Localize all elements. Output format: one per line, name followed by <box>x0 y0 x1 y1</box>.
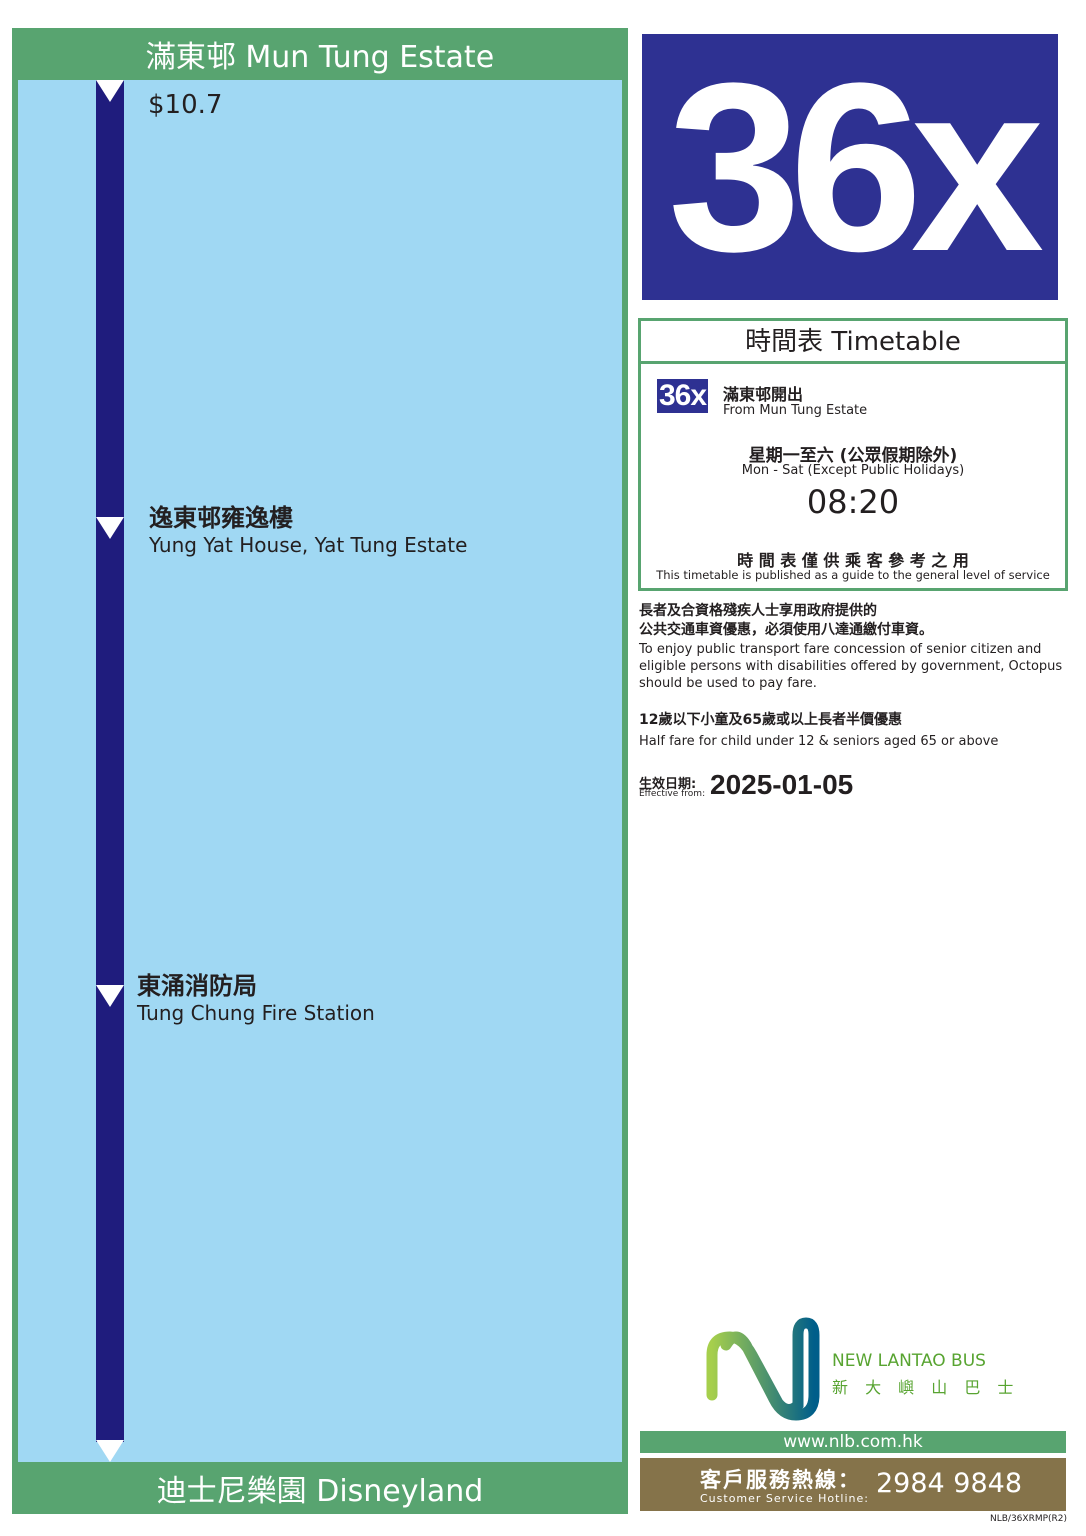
days-zh: 星期一至六 (公眾假期除外) <box>748 446 958 466</box>
effective-label-en: Effective from: <box>639 789 706 799</box>
concession-zh-2: 公共交通車資優惠，必須使用八達通繳付車資。 <box>639 622 933 638</box>
from-en: From Mun Tung Estate <box>723 403 868 418</box>
stop-arrow-icon <box>96 517 124 539</box>
hotline-number: 2984 9848 <box>876 1468 1023 1499</box>
from-zh: 滿東邨開出 <box>723 385 804 404</box>
timetable-title: 時間表 Timetable <box>641 321 1065 364</box>
timetable-box: 時間表 Timetable 36x 滿東邨開出 From Mun Tung Es… <box>638 318 1068 591</box>
effective-date: 2025-01-05 <box>710 769 854 800</box>
half-fare-zh: 12歲以下小童及65歲或以上長者半價優惠 <box>639 712 902 728</box>
half-fare-en: Half fare for child under 12 & seniors a… <box>639 734 999 749</box>
hotline-bar: 客戶服務熱線： Customer Service Hotline: 2984 9… <box>640 1458 1066 1511</box>
fare: $10.7 <box>148 90 223 120</box>
stop-name-en: Yung Yat House, Yat Tung Estate <box>149 533 468 557</box>
disclaimer-en: This timetable is published as a guide t… <box>656 568 1050 582</box>
website-link[interactable]: www.nlb.com.hk <box>640 1431 1066 1453</box>
disclaimer-zh: 時 間 表 僅 供 乘 客 參 考 之 用 <box>737 551 969 570</box>
concession-en: To enjoy public transport fare concessio… <box>639 642 1063 691</box>
concession-zh-1: 長者及合資格殘疾人士享用政府提供的 <box>639 603 877 619</box>
days-en: Mon - Sat (Except Public Holidays) <box>741 463 965 478</box>
route-number: 36x <box>642 34 1058 300</box>
stop-name-zh: 東涌消防局 <box>137 972 257 1000</box>
route-line <box>96 80 124 1442</box>
stop-2: 東涌消防局 Tung Chung Fire Station <box>137 966 375 1025</box>
end-arrow-icon <box>96 1440 124 1462</box>
destination-title: 迪士尼樂園 Disneyland <box>156 1474 484 1509</box>
stop-name-en: Tung Chung Fire Station <box>137 1001 375 1025</box>
effective-label-zh: 生效日期: <box>639 777 697 792</box>
document-code: NLB/36XRMP(R2) <box>990 1514 1068 1524</box>
departure-time: 08:20 <box>806 483 900 521</box>
brand-en: NEW LANTAO BUS <box>832 1351 986 1371</box>
nlb-logo-icon <box>706 1317 820 1421</box>
stop-arrow-icon <box>96 985 124 1007</box>
stop-name-zh: 逸東邨雍逸樓 <box>149 504 293 532</box>
route-badge: 36x <box>657 379 709 413</box>
origin-title: 滿東邨 Mun Tung Estate <box>145 40 495 75</box>
brand-zh: 新 大 嶼 山 巴 士 <box>832 1378 1020 1397</box>
stop-1: 逸東邨雍逸樓 Yung Yat House, Yat Tung Estate <box>149 498 467 557</box>
hotline-en: Customer Service Hotline: <box>700 1492 869 1505</box>
hotline-zh: 客戶服務熱線： <box>700 1468 861 1492</box>
stop-arrow-icon <box>96 80 124 102</box>
